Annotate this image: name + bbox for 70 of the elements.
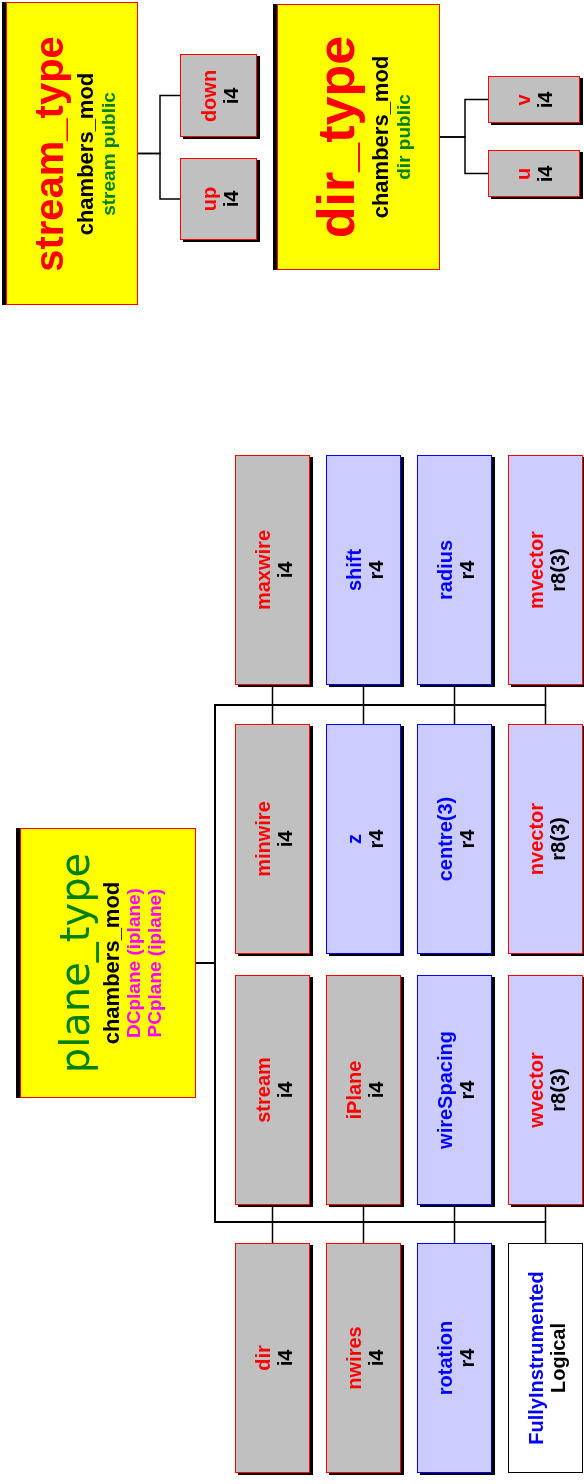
field-name: v	[512, 93, 534, 106]
field-box	[508, 724, 583, 954]
field-name: u	[512, 167, 534, 180]
field-box	[326, 1243, 401, 1473]
member-name: PCplane (iplane)	[145, 888, 166, 1038]
field-name: dir	[250, 1345, 273, 1371]
field-type: i4	[272, 1081, 295, 1099]
field-name: mvector	[523, 531, 546, 609]
field-name: down	[196, 69, 219, 122]
member-name: stream public	[98, 91, 120, 216]
member-name: DCplane (iplane)	[124, 888, 146, 1038]
member-name: dir public	[392, 94, 414, 180]
field-name: minwire	[250, 801, 273, 877]
module-name: chambers_mod	[74, 72, 99, 235]
field-box	[488, 150, 580, 197]
field-box	[417, 1243, 492, 1473]
field-box	[235, 455, 310, 685]
field-name: nwires	[341, 1326, 364, 1390]
field-type: i4	[272, 561, 295, 579]
field-name: rotation	[432, 1320, 455, 1396]
field-type: Logical	[545, 1323, 568, 1393]
field-name: stream	[250, 1057, 273, 1123]
field-name: nvector	[523, 802, 546, 876]
type-title: stream_type	[26, 35, 73, 272]
field-box	[417, 724, 492, 954]
field-box	[235, 975, 310, 1205]
field-box	[326, 455, 401, 685]
field-name: FullyInstrumented	[523, 1271, 546, 1445]
module-name: chambers_mod	[368, 55, 393, 219]
field-type: i4	[272, 830, 295, 848]
connector	[137, 94, 181, 155]
field-box	[326, 975, 401, 1205]
field-type: r4	[454, 1348, 477, 1368]
field-box	[417, 455, 492, 685]
field-type: r8(3)	[545, 817, 568, 861]
field-type: i4	[218, 87, 241, 104]
field-name: up	[196, 186, 219, 212]
field-type: r4	[363, 829, 386, 849]
field-box	[508, 1243, 583, 1473]
type-title: dir_type	[305, 35, 366, 239]
field-name: centre(3)	[432, 796, 455, 882]
field-name: maxwire	[250, 529, 273, 611]
field-box	[180, 54, 257, 137]
field-type: i4	[534, 165, 556, 182]
field-type: i4	[363, 1081, 386, 1099]
field-box	[235, 724, 310, 954]
field-box	[508, 975, 583, 1205]
field-type: r8(3)	[545, 548, 568, 592]
field-type: r4	[454, 829, 477, 849]
field-name: iPlane	[341, 1060, 364, 1120]
field-name: shift	[341, 548, 364, 592]
field-box	[326, 724, 401, 954]
field-name: wireSpacing	[432, 1031, 455, 1149]
field-name: wvector	[523, 1052, 546, 1128]
field-box	[508, 455, 583, 685]
field-type: i4	[534, 91, 556, 108]
field-name: z	[341, 834, 364, 844]
field-type: r4	[454, 560, 477, 580]
field-box	[180, 158, 257, 240]
field-box	[488, 76, 580, 123]
field-box	[417, 975, 492, 1205]
field-type: r4	[363, 560, 386, 580]
type-title: plane_type	[51, 852, 100, 1074]
field-type: i4	[272, 1349, 295, 1367]
field-type: i4	[363, 1349, 386, 1367]
field-box	[235, 1243, 310, 1473]
field-type: r8(3)	[545, 1068, 568, 1112]
field-name: radius	[432, 540, 455, 600]
module-name: chambers_mod	[100, 881, 125, 1045]
connector	[439, 98, 489, 138]
